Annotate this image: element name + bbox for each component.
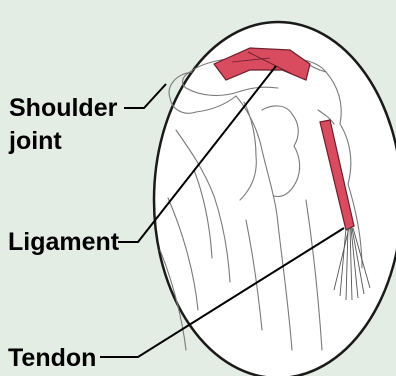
shoulder-joint-label-line2: joint <box>9 127 62 155</box>
tendon-label: Tendon <box>8 344 96 372</box>
shoulder-joint-leader <box>124 84 166 108</box>
ligament-label: Ligament <box>8 228 119 256</box>
magnified-view-ellipse <box>154 22 396 376</box>
shoulder-joint-label-line1: Shoulder <box>9 94 117 122</box>
